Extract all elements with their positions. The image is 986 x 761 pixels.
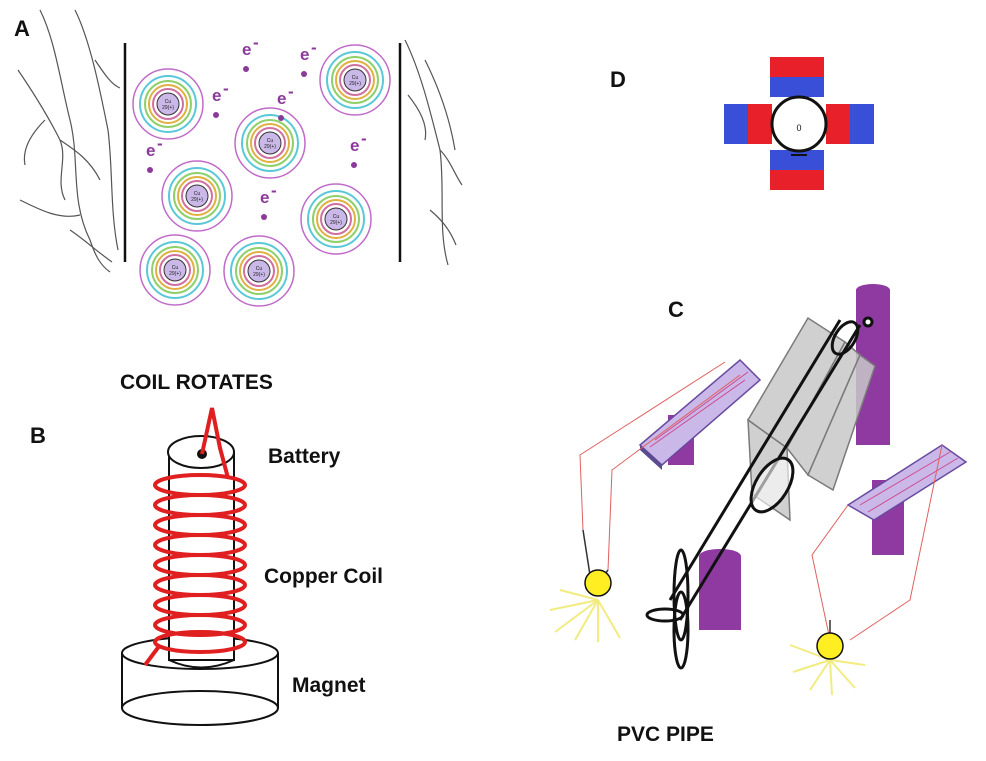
right-panel bbox=[846, 444, 968, 521]
electron-sign: - bbox=[288, 82, 294, 101]
propeller bbox=[645, 548, 690, 670]
left-magnet-north bbox=[748, 104, 772, 144]
panel-c: C PVC PIPE bbox=[549, 284, 968, 746]
electron-sign: - bbox=[223, 79, 229, 98]
atom-symbol: Cu bbox=[333, 214, 340, 220]
panel-d-letter: D bbox=[610, 67, 626, 92]
panel-d: D 0 bbox=[610, 57, 874, 190]
connection-wires bbox=[579, 361, 943, 641]
copper-atom: Cu 29(+) bbox=[300, 183, 372, 255]
wire-end-left-sketch bbox=[17, 9, 121, 273]
bottom-magnet-north bbox=[770, 170, 824, 190]
electron: e - bbox=[212, 79, 229, 118]
electron-label: e bbox=[277, 89, 286, 108]
atom-number: 29(+) bbox=[191, 197, 203, 203]
atom-symbol: Cu bbox=[256, 266, 263, 272]
electron-label: e bbox=[260, 188, 269, 207]
center-mark: 0 bbox=[796, 123, 801, 133]
atom-number: 29(+) bbox=[169, 271, 181, 277]
pipe-cross-section bbox=[770, 95, 828, 153]
copper-coil-label: Copper Coil bbox=[264, 565, 383, 588]
right-magnet-north bbox=[826, 104, 850, 144]
electron-label: e bbox=[300, 45, 309, 64]
electron: e - bbox=[260, 181, 277, 220]
coil-rotates-title: COIL ROTATES bbox=[120, 371, 273, 394]
right-magnet-south bbox=[850, 104, 874, 144]
copper-atom: Cu 29(+) bbox=[139, 234, 211, 306]
panel-b-letter: B bbox=[30, 423, 46, 448]
pvc-pipe-caption: PVC PIPE bbox=[617, 723, 714, 746]
atom-number: 29(+) bbox=[264, 144, 276, 150]
electron-sign: - bbox=[311, 38, 317, 57]
copper-coil bbox=[143, 407, 247, 667]
electron-label: e bbox=[146, 141, 155, 160]
left-panel bbox=[638, 358, 762, 470]
atom-number: 29(+) bbox=[330, 220, 342, 226]
panel-c-letter: C bbox=[668, 297, 684, 322]
copper-atom: Cu 29(+) bbox=[223, 235, 295, 307]
atom-symbol: Cu bbox=[172, 265, 179, 271]
atom-symbol: Cu bbox=[267, 138, 274, 144]
electron: e - bbox=[277, 82, 294, 121]
bottom-magnet-south bbox=[770, 150, 824, 170]
top-magnet-north bbox=[770, 57, 824, 77]
top-magnet-south bbox=[770, 77, 824, 97]
atom-number: 29(+) bbox=[253, 272, 265, 278]
electron-sign: - bbox=[253, 33, 259, 52]
rotor-shaft bbox=[668, 316, 874, 621]
atom-number: 29(+) bbox=[349, 81, 361, 87]
left-bulb bbox=[549, 569, 621, 642]
electron: e - bbox=[350, 129, 367, 168]
battery-label: Battery bbox=[268, 445, 341, 468]
electron-sign: - bbox=[271, 181, 277, 200]
electron: e - bbox=[242, 33, 259, 72]
electron-label: e bbox=[350, 136, 359, 155]
lightbulb-icon bbox=[584, 569, 612, 597]
magnet-label: Magnet bbox=[292, 674, 366, 697]
electron-sign: - bbox=[361, 129, 367, 148]
copper-atom: Cu 29(+) bbox=[161, 160, 233, 232]
magnet-ring: 0 bbox=[724, 57, 874, 190]
atom-symbol: Cu bbox=[194, 191, 201, 197]
copper-atoms: Cu 29(+) Cu 29(+) Cu 29( bbox=[132, 44, 391, 307]
right-bulb bbox=[789, 632, 866, 696]
atom-symbol: Cu bbox=[352, 75, 359, 81]
left-magnet-south bbox=[724, 104, 748, 144]
electron-label: e bbox=[242, 40, 251, 59]
electron-sign: - bbox=[157, 134, 163, 153]
atom-symbol: Cu bbox=[165, 99, 172, 105]
electron-label: e bbox=[212, 86, 221, 105]
lightbulb-icon bbox=[816, 632, 844, 660]
magnet-cylinder bbox=[121, 636, 279, 726]
copper-atom: Cu 29(+) bbox=[319, 44, 391, 116]
panel-b: B COIL ROTATES Battery Copper Coil Magne… bbox=[30, 371, 383, 726]
wire-end-right-sketch bbox=[404, 39, 463, 266]
copper-atom: Cu 29(+) bbox=[132, 68, 204, 140]
atom-number: 29(+) bbox=[162, 105, 174, 111]
electron: e - bbox=[300, 38, 317, 77]
panel-a-letter: A bbox=[14, 16, 30, 41]
copper-atom: Cu 29(+) bbox=[234, 107, 306, 179]
electron: e - bbox=[146, 134, 163, 173]
free-electrons: e - e - e - e - e - bbox=[146, 33, 367, 220]
panel-a: A bbox=[14, 9, 463, 307]
